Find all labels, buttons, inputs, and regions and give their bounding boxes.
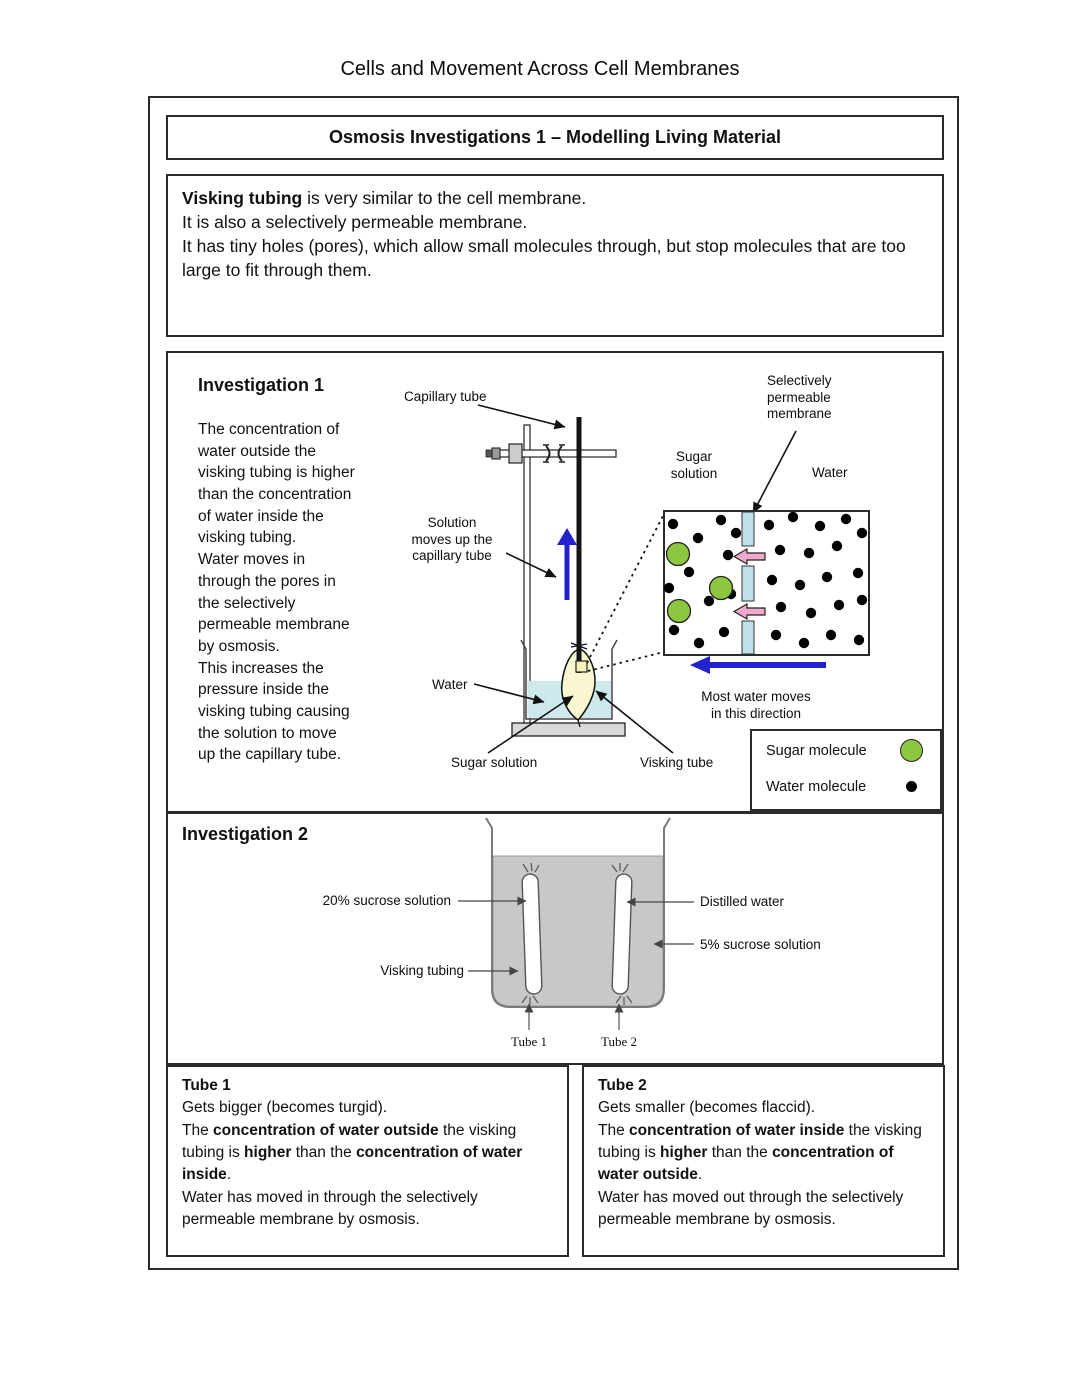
tube2-result-box: Tube 2 Gets smaller (becomes flaccid). T… xyxy=(582,1065,945,1257)
visking-tube-2 xyxy=(611,873,633,995)
clamp-bolt xyxy=(491,447,501,460)
stand-rod xyxy=(523,424,531,724)
legend-sugar-label: Sugar molecule xyxy=(766,743,867,759)
sucrose20-label: 20% sucrose solution xyxy=(322,893,451,908)
water-molecules-left xyxy=(663,514,742,649)
solution-moves-label: Solution moves up the capillary tube xyxy=(411,515,493,564)
beaker2-liquid xyxy=(492,855,664,1007)
visking-tube-1 xyxy=(521,873,543,995)
direction-label: Most water moves in this direction xyxy=(701,689,811,721)
zoom-source-square xyxy=(575,660,588,673)
investigation1-body: The concentration of water outside the v… xyxy=(198,421,355,764)
intro-paragraph: It has tiny holes (pores), which allow s… xyxy=(182,236,906,281)
tube1-pointer-label: Tube 1 xyxy=(510,1034,547,1049)
water-molecules-right xyxy=(763,511,868,649)
investigation1-title: Investigation 1 xyxy=(198,375,325,395)
stand-base xyxy=(511,722,626,737)
membrane-strip xyxy=(741,511,755,655)
heading-box: Osmosis Investigations 1 – Modelling Liv… xyxy=(166,115,944,160)
inv2-pointer-arrows xyxy=(458,896,694,1030)
sucrose5-label: 5% sucrose solution xyxy=(700,937,821,952)
intro-paragraph: Visking tubing is very similar to the ce… xyxy=(182,188,587,208)
capillary-tube xyxy=(576,417,582,673)
worksheet-heading: Osmosis Investigations 1 – Modelling Liv… xyxy=(328,127,782,147)
water-molecule-swatch xyxy=(906,781,917,792)
clamp-plate xyxy=(508,443,523,464)
tube1-result-box: Tube 1 Gets bigger (becomes turgid). The… xyxy=(166,1065,569,1257)
intro-paragraph: It is also a selectively permeable membr… xyxy=(182,212,528,233)
beaker-outline xyxy=(520,639,618,720)
water-beaker-label: Water xyxy=(432,677,468,692)
solution-up-arrow xyxy=(557,528,577,600)
label-pointer-arrows xyxy=(473,404,797,754)
capillary-tube-label: Capillary tube xyxy=(404,389,487,404)
visking-tubing-label: Visking tubing xyxy=(380,963,464,978)
tube2-result-title: Tube 2 xyxy=(598,1077,647,1094)
investigation1-box: Investigation 1 The concentration of wat… xyxy=(166,351,944,813)
sugar-solution-inset-label: Sugar solution xyxy=(670,449,718,481)
tube2-pointer-label: Tube 2 xyxy=(600,1034,637,1049)
intro-box: Visking tubing is very similar to the ce… xyxy=(166,174,944,337)
zoom-connector-dotted xyxy=(586,513,665,672)
sugar-molecule-swatch xyxy=(900,739,923,762)
legend-water-label: Water molecule xyxy=(766,779,867,795)
tube2-ties xyxy=(611,863,633,1005)
tube1-result-line: Gets bigger (becomes turgid). xyxy=(182,1099,388,1117)
page-frame: Osmosis Investigations 1 – Modelling Liv… xyxy=(148,96,959,1270)
water-inset-label: Water xyxy=(812,465,848,480)
investigation2-diagram xyxy=(458,817,694,1030)
tube1-result-line: Water has moved in through the selective… xyxy=(182,1188,478,1228)
investigation2-title: Investigation 2 xyxy=(182,824,309,844)
beaker2-outline xyxy=(485,817,671,1008)
net-water-arrow xyxy=(690,656,826,674)
tube2-result-line: Gets smaller (becomes flaccid). xyxy=(598,1099,816,1117)
visking-tube-label: Visking tube xyxy=(640,755,714,770)
tube1-result-line: The concentration of water outside the v… xyxy=(182,1121,523,1184)
tube2-result-line: Water has moved out through the selectiv… xyxy=(598,1188,904,1228)
investigation1-diagram xyxy=(473,404,870,754)
sugar-solution-beaker-label: Sugar solution xyxy=(451,755,538,770)
page-title: Cells and Movement Across Cell Membranes xyxy=(340,58,740,80)
membrane-label: Selectively permeable membrane xyxy=(767,373,832,422)
osmosis-pore-arrows xyxy=(732,547,766,621)
clamp-jaws xyxy=(543,444,565,463)
investigation2-box: Investigation 2 xyxy=(166,812,944,1065)
distilled-water-label: Distilled water xyxy=(700,894,785,909)
sugar-molecules xyxy=(665,541,734,624)
clamp-bolt-tip xyxy=(485,449,493,458)
tube2-result-line: The concentration of water inside the vi… xyxy=(598,1121,922,1184)
tube1-result-title: Tube 1 xyxy=(182,1077,231,1094)
legend-box: Sugar molecule Water molecule xyxy=(750,729,942,811)
membrane-inset-box xyxy=(663,510,870,656)
